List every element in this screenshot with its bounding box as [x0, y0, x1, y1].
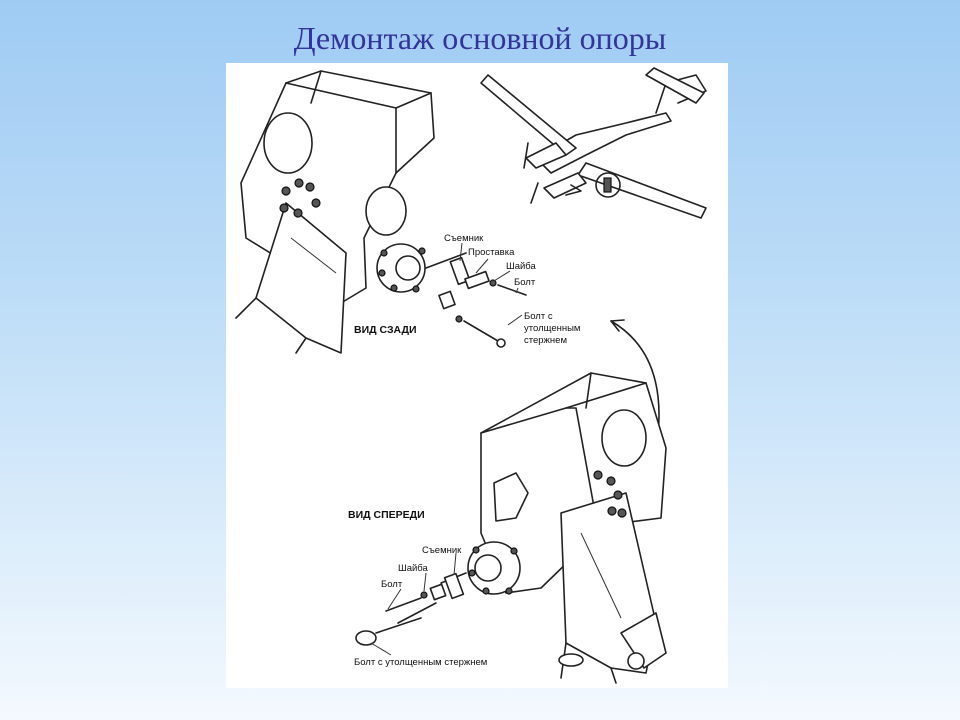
front-view-gear-housing: [467, 372, 667, 684]
rear-view-callouts: Съемник Проставка Шайба Болт Болт с утол…: [354, 233, 580, 346]
flange-bolts: [378, 247, 426, 293]
front-view-exploded-parts: [355, 552, 467, 656]
bolt-part: [497, 284, 527, 296]
housing-bolts: [279, 178, 321, 218]
rear-view-gear-housing: [235, 70, 435, 354]
callout-thick-bolt-2: утолщенным: [524, 323, 580, 334]
housing-bolts: [593, 470, 627, 518]
front-view-label: ВИД СПЕРЕДИ: [348, 509, 425, 521]
washer-part: [489, 279, 497, 287]
axle-flange: [376, 243, 426, 293]
callout-spacer: Проставка: [468, 247, 515, 258]
housing-opening: [601, 409, 647, 467]
rear-view-label: ВИД СЗАДИ: [354, 324, 417, 336]
flange-bolts: [468, 546, 518, 595]
slide-title: Демонтаж основной опоры: [293, 20, 667, 56]
callout-puller: Съемник: [422, 545, 462, 556]
thick-bolt-part: [375, 617, 422, 634]
callout-thick-bolt: Болт с утолщенным стержнем: [354, 657, 487, 668]
callout-washer: Шайба: [506, 261, 537, 272]
callout-bolt: Болт: [514, 277, 536, 288]
housing-opening: [493, 472, 529, 522]
rear-view-exploded-parts: [425, 242, 527, 348]
puller-part: [443, 572, 465, 600]
callout-thick-bolt-1: Болт с: [524, 311, 553, 322]
axle-flange: [467, 541, 521, 595]
spacer-part: [464, 270, 490, 290]
housing-opening: [365, 186, 407, 236]
callout-puller: Съемник: [444, 233, 484, 244]
callout-bolt: Болт: [381, 579, 403, 590]
view-transition-arrow: [610, 320, 660, 436]
callout-thick-bolt-3: стержнем: [524, 335, 567, 346]
puller-part: [449, 256, 471, 286]
callout-washer: Шайба: [398, 563, 429, 574]
thick-bolt-part: [463, 320, 499, 342]
front-view-callouts: ВИД СПЕРЕДИ Съемник Шайба Болт Болт с ут…: [348, 509, 487, 668]
washer-part: [420, 591, 428, 599]
aircraft-illustration: [480, 67, 707, 219]
technical-drawing-panel: Съемник Проставка Шайба Болт Болт с утол…: [226, 63, 728, 688]
main-gear-removal-drawing: Съемник Проставка Шайба Болт Болт с утол…: [235, 67, 707, 684]
gear-location-marker: [595, 172, 621, 198]
bolt-part: [385, 597, 422, 612]
housing-opening: [263, 112, 313, 174]
